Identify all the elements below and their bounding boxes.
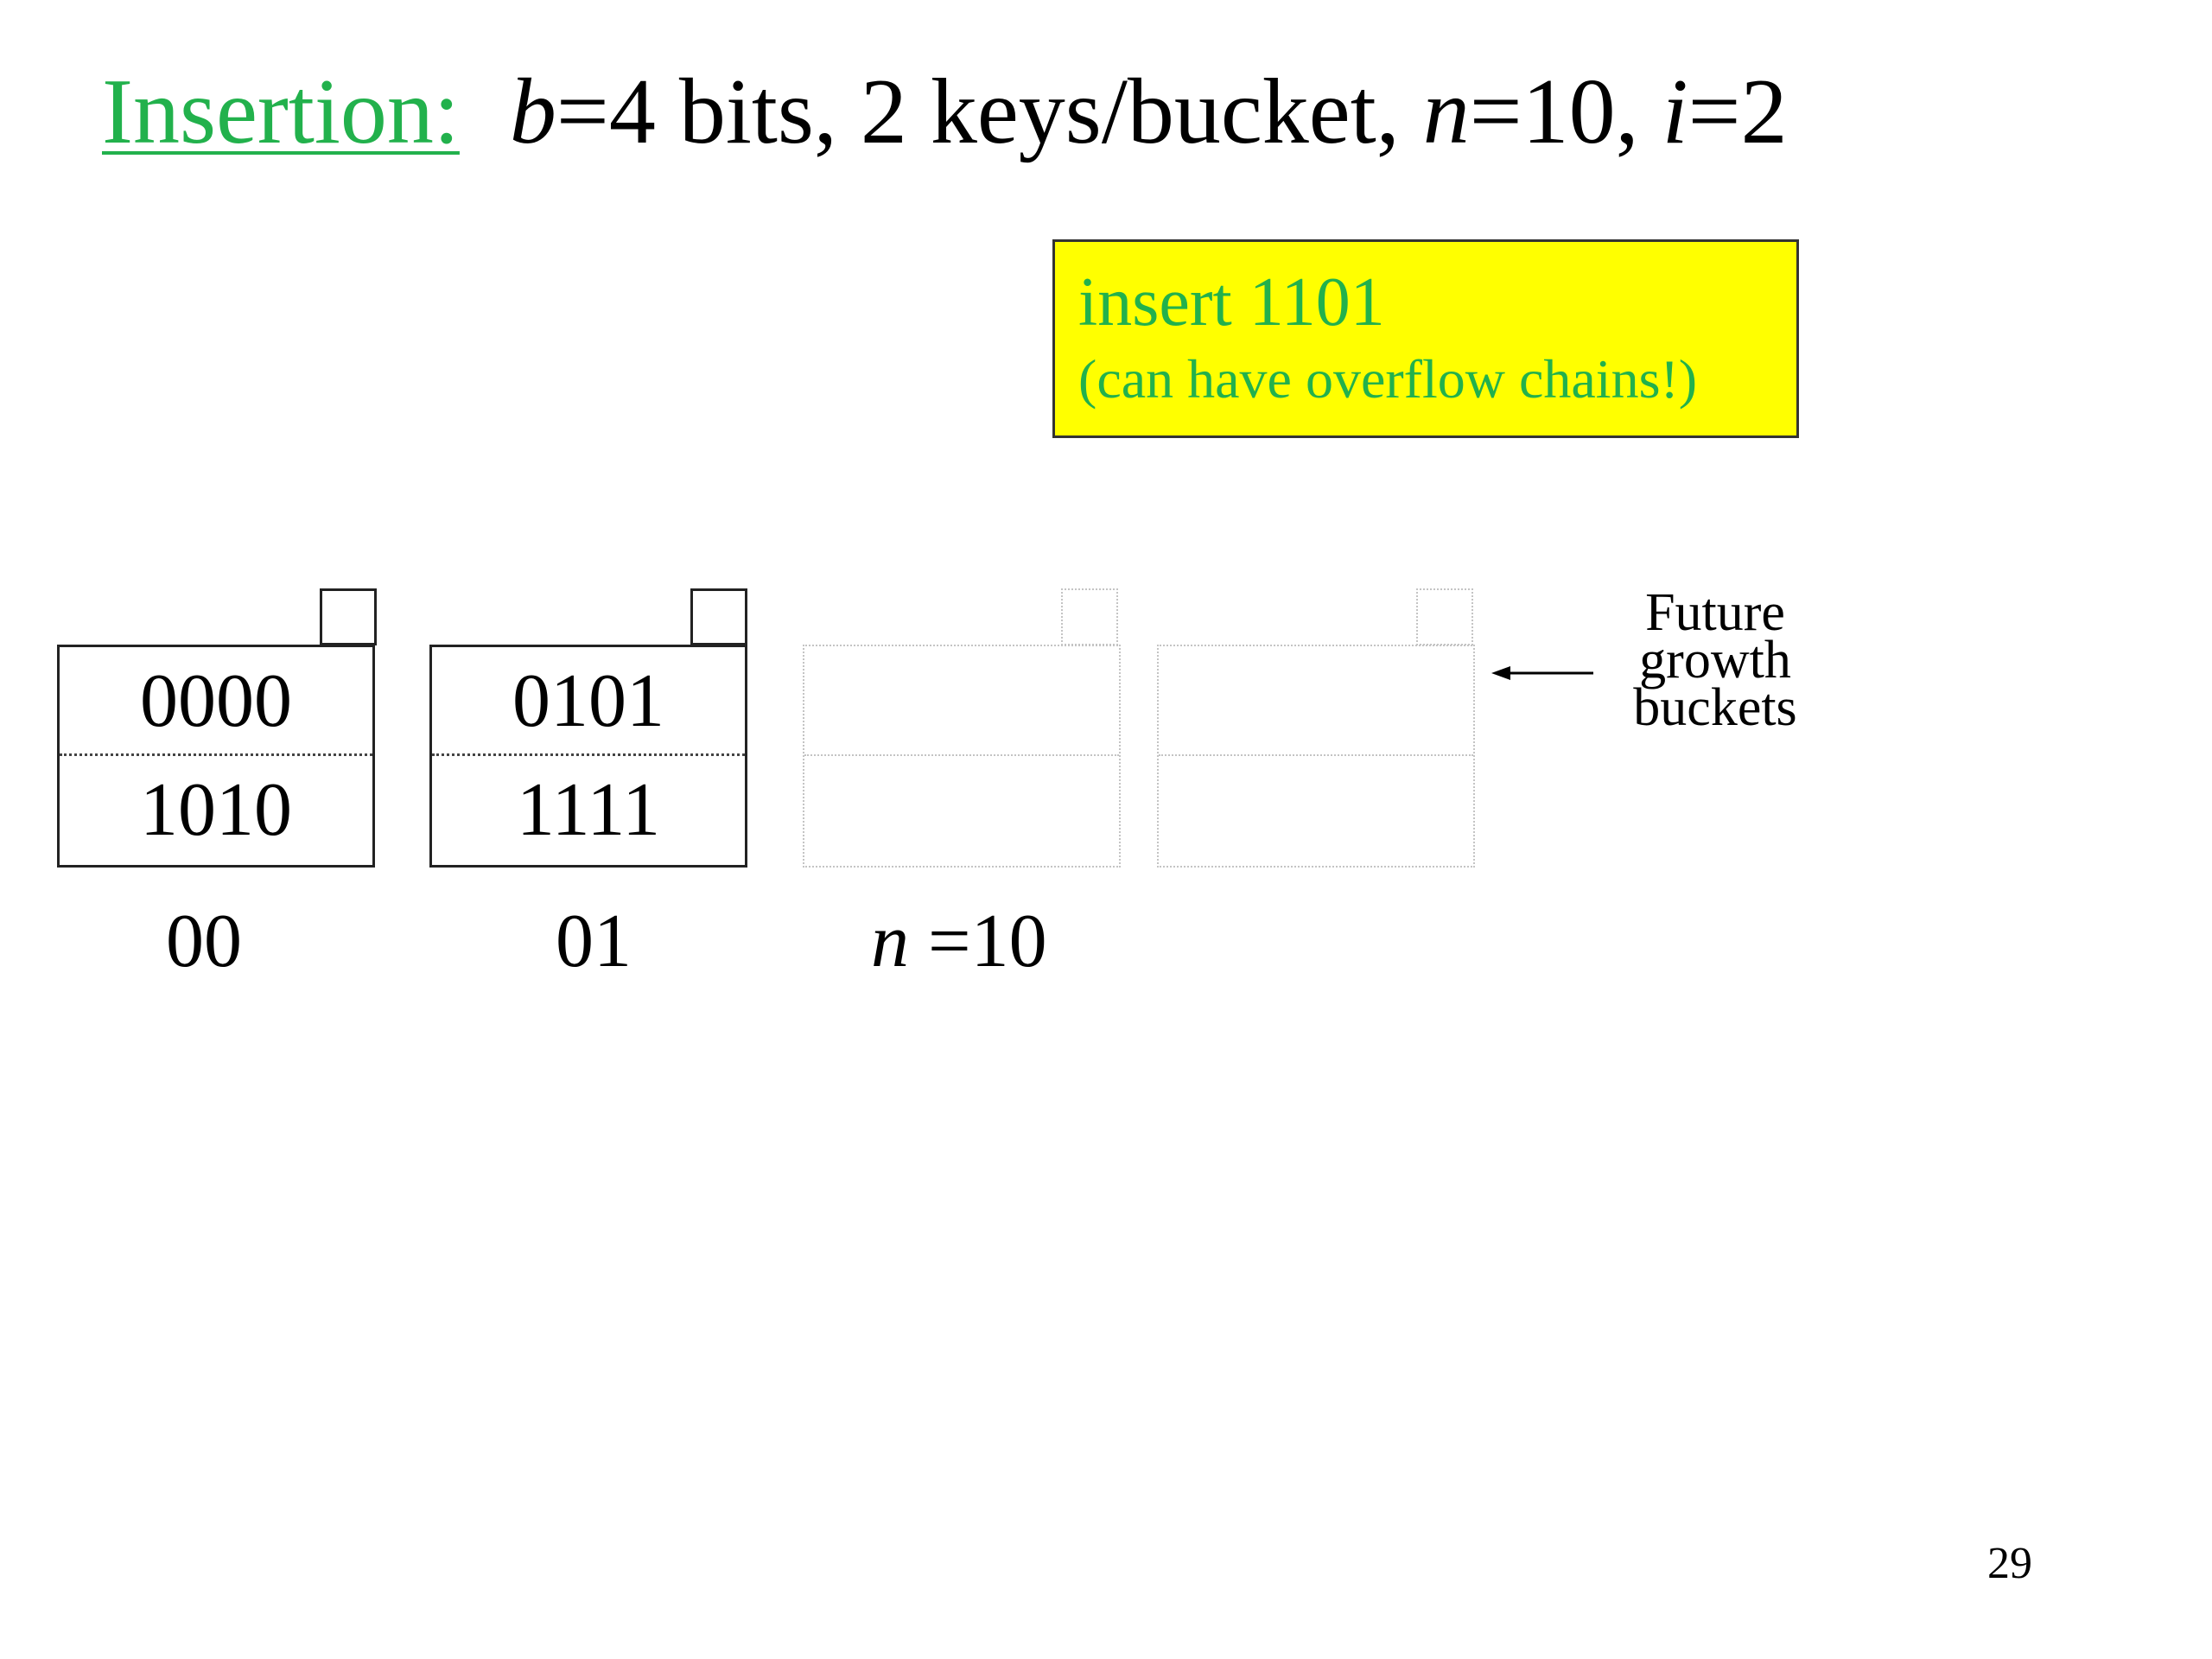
title-b-variable: b	[509, 60, 556, 163]
title-b-text: =4 bits, 2 keys/bucket,	[556, 60, 1423, 163]
bucket-01: 0101 1111	[429, 645, 747, 868]
bucket-00-slot-2: 1010	[140, 768, 292, 852]
title-label: Insertion:	[102, 60, 460, 163]
n-pointer-variable: n	[871, 899, 909, 983]
future-bucket-10	[803, 645, 1121, 868]
bucket-00: 0000 1010	[57, 645, 375, 868]
n-pointer-label: n =10	[871, 899, 1047, 985]
future-note-line-3: buckets	[1633, 678, 1797, 737]
slide-title: Insertion: b=4 bits, 2 keys/bucket, n=10,…	[102, 52, 1788, 173]
bucket-01-slot-2: 1111	[516, 768, 661, 852]
title-i-variable: i	[1662, 60, 1688, 163]
future-bucket-11	[1157, 645, 1475, 868]
future-bucket-10-slot-2	[804, 756, 1119, 866]
bucket-01-slot-1: 0101	[432, 647, 745, 756]
future-note-line-2: growth	[1639, 631, 1791, 690]
callout-box: insert 1101 (can have overflow chains!)	[1052, 239, 1799, 438]
future-bucket-11-slot-2	[1159, 756, 1473, 866]
future-growth-note: Future growth buckets	[1607, 583, 1823, 737]
bucket-00-label: 00	[166, 899, 242, 983]
n-pointer-value: =10	[909, 899, 1047, 983]
page-number: 29	[1987, 1539, 2032, 1588]
future-note-line-1: Future	[1645, 583, 1785, 642]
callout-insert-text: insert 1101	[1078, 264, 1385, 340]
future-bucket-10-slot-1	[804, 646, 1119, 756]
callout-note-text: (can have overflow chains!)	[1078, 348, 1698, 410]
title-n-variable: n	[1422, 60, 1470, 163]
title-parameters: b=4 bits, 2 keys/bucket, n=10, i=2	[510, 60, 1788, 163]
arrow-left-icon	[1491, 666, 1593, 680]
title-n-text: =10,	[1469, 60, 1662, 163]
overflow-box-11	[1416, 588, 1473, 645]
future-bucket-11-slot-1	[1159, 646, 1473, 756]
bucket-00-slot-1: 0000	[60, 647, 372, 756]
overflow-box-10	[1061, 588, 1118, 645]
title-i-text: =2	[1688, 60, 1788, 163]
overflow-box-01	[690, 588, 747, 645]
overflow-box-00	[320, 588, 377, 645]
bucket-01-label: 01	[556, 899, 632, 983]
